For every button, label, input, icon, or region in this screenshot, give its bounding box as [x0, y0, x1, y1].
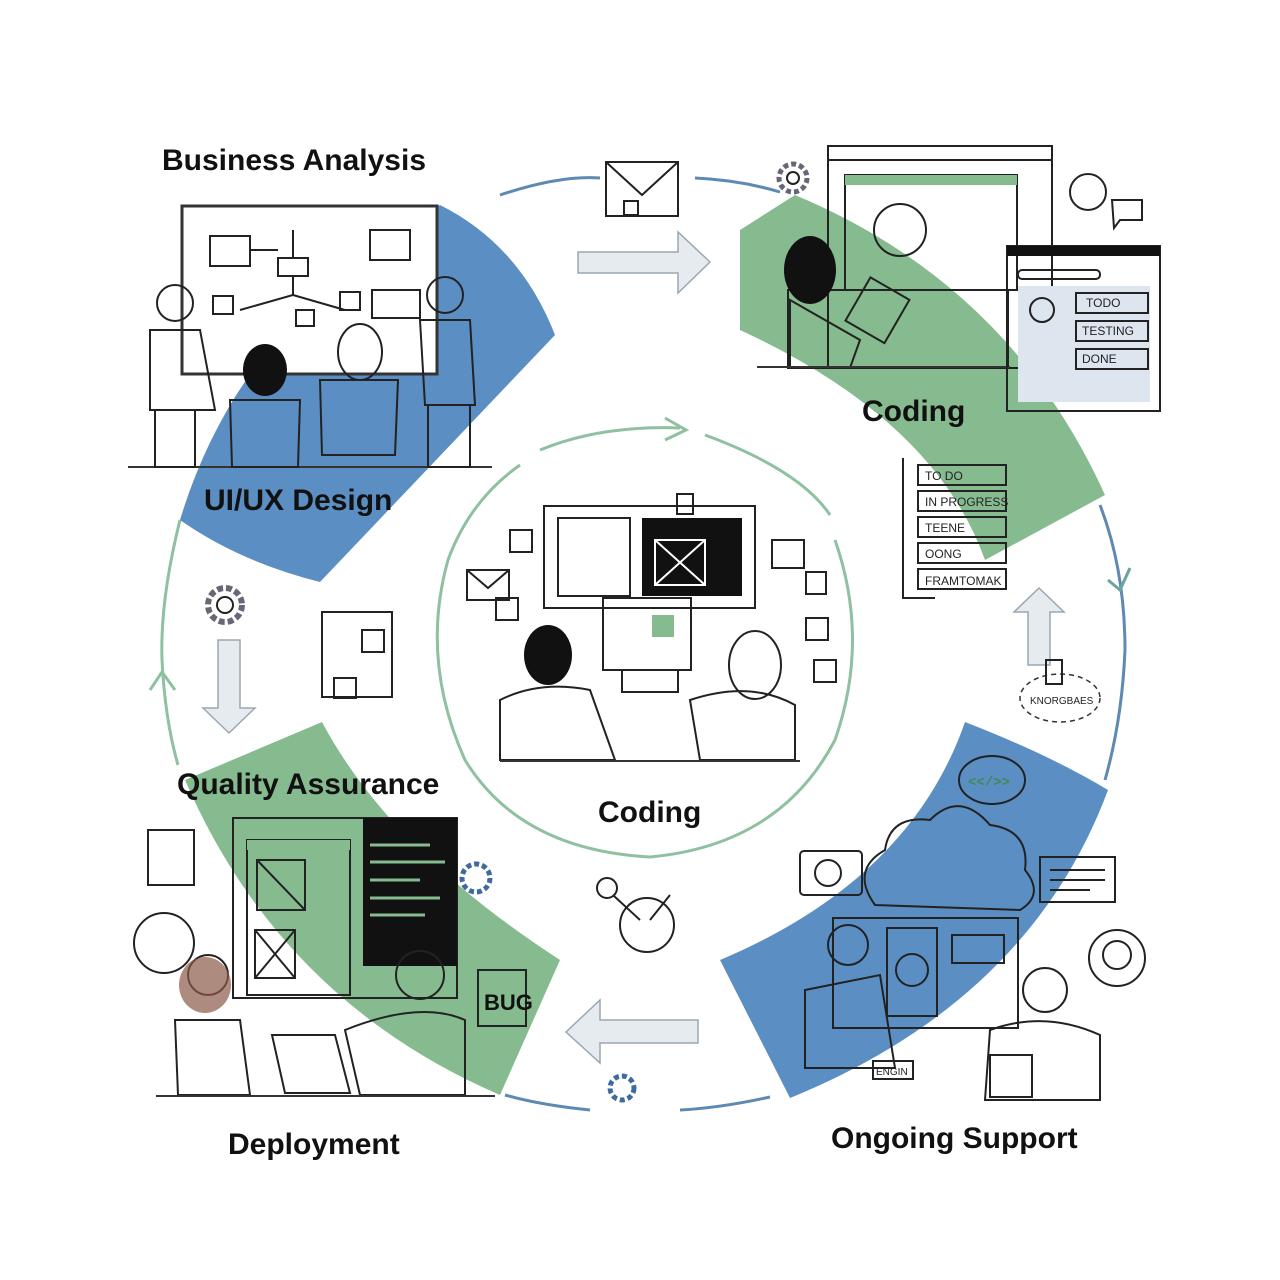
quality-assurance-illustration: BUG	[133, 585, 533, 1097]
bug-report-icon: BUG	[477, 969, 533, 1027]
knowledge-base-badge: KNORGBAES	[1019, 659, 1101, 723]
center-coding-illustration	[466, 493, 837, 762]
svg-text:KNORGBAES: KNORGBAES	[1030, 696, 1094, 707]
svg-text:BUG: BUG	[484, 990, 533, 1015]
ongoing-support-illustration: <</>> ENGIN	[799, 755, 1146, 1101]
arrow-up-icon	[1012, 586, 1066, 666]
arrow-right-icon	[577, 230, 712, 295]
inner-cycle-ring	[435, 416, 854, 859]
kanban-item: TEENE	[925, 521, 965, 535]
stage-label-ui-ux-design: UI/UX Design	[204, 484, 392, 517]
wedge-ongoing-support	[720, 722, 1108, 1098]
kanban-item: TO DO	[925, 469, 963, 483]
kanban-small-item: DONE	[1082, 352, 1117, 366]
kanban-item: IN PROGRESS	[925, 495, 1008, 509]
gear-icon	[459, 861, 493, 895]
business-analysis-illustration	[128, 204, 492, 468]
mail-icon	[466, 569, 510, 601]
coding-illustration: TODO TESTING DONE	[757, 145, 1161, 412]
gear-icon	[205, 585, 245, 625]
tools-icon	[596, 877, 675, 953]
svg-text:ENGIN: ENGIN	[876, 1067, 908, 1078]
stage-label-deployment: Deployment	[228, 1128, 400, 1161]
svg-text:<</>>: <</>>	[968, 775, 1010, 791]
gear-icon	[776, 161, 810, 195]
code-speech-bubble: <</>>	[958, 755, 1026, 805]
wedge-business-analysis	[180, 205, 555, 582]
kanban-small-item: TESTING	[1082, 324, 1134, 338]
stage-label-quality-assurance: Quality Assurance	[177, 768, 439, 801]
mail-icon	[605, 161, 679, 217]
kanban-list: TO DO IN PROGRESS TEENE OONG FRAMTOMAK	[902, 458, 1008, 599]
stage-label-coding-center: Coding	[598, 796, 701, 829]
kanban-item: FRAMTOMAK	[925, 574, 1001, 588]
stage-label-coding: Coding	[862, 395, 965, 428]
outer-cycle-ring	[148, 176, 1132, 1112]
kanban-item: OONG	[925, 547, 962, 561]
gear-icon	[607, 1073, 637, 1103]
kanban-small-item: TODO	[1086, 296, 1120, 310]
stage-label-ongoing-support: Ongoing Support	[831, 1122, 1078, 1155]
stage-label-business-analysis: Business Analysis	[162, 144, 426, 177]
arrow-down-icon	[201, 639, 257, 735]
kanban-small: TODO TESTING DONE	[1075, 292, 1149, 370]
arrow-left-icon	[564, 998, 699, 1065]
